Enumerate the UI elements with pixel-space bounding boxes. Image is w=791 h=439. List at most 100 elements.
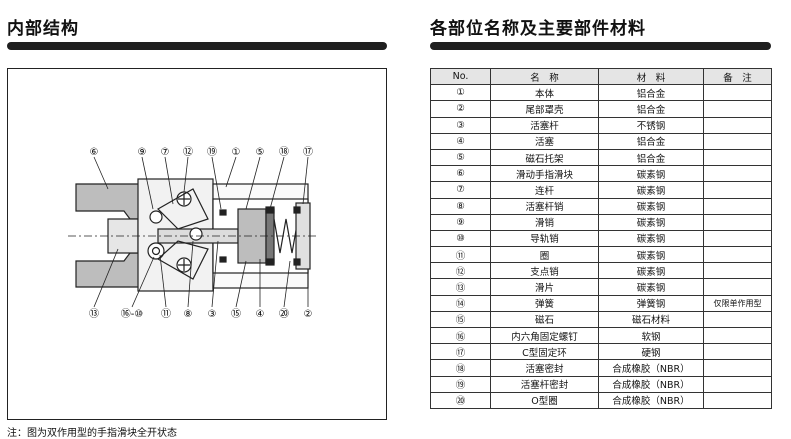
cell-remark <box>703 197 772 215</box>
cell-material: 碳素钢 <box>598 246 704 264</box>
cell-name: 滑片 <box>490 278 599 296</box>
cell-name: 活塞 <box>490 132 599 150</box>
cell-material: 碳素钢 <box>598 229 704 248</box>
callout-bottom-label: ② <box>304 309 313 320</box>
section-title-parts-materials: 各部位名称及主要部件材料 <box>430 19 646 39</box>
cell-name: 磁石托架 <box>490 148 599 167</box>
title-underline-bar <box>7 42 387 50</box>
callout-bottom-label: ④ <box>256 309 265 320</box>
header-remark: 备 注 <box>703 67 772 86</box>
cell-material: 软钢 <box>598 326 704 345</box>
cell-remark <box>703 116 772 134</box>
cell-no: ⑭ <box>430 294 491 312</box>
callout-bottom-label: ⑧ <box>184 309 193 320</box>
title-underline-bar <box>430 42 771 50</box>
cell-remark <box>703 100 772 118</box>
cell-no: ⑨ <box>430 213 491 231</box>
lower-finger-jaw <box>75 252 149 288</box>
cell-name: 圈 <box>490 246 599 264</box>
cell-name: 活塞杆密封 <box>490 375 599 393</box>
callout-top-label: ⑫ <box>183 146 193 158</box>
cell-remark <box>703 359 772 377</box>
cell-material: 碳素钢 <box>598 262 704 280</box>
cell-name: 支点销 <box>490 262 599 280</box>
cell-no: ⑫ <box>430 262 491 280</box>
cell-name: O型圈 <box>490 391 599 409</box>
table-header-row: No. 名 称 材 料 备 注 <box>430 67 772 86</box>
callout-bottom-label: ③ <box>208 309 217 320</box>
cell-remark: 仅限单作用型 <box>703 294 772 312</box>
cell-name: 活塞杆销 <box>490 197 599 215</box>
callout-top-label: ⑦ <box>161 147 170 158</box>
cell-material: 合成橡胶（NBR） <box>598 391 704 409</box>
cell-remark <box>703 84 772 102</box>
roller-pin <box>149 210 163 224</box>
cell-material: 磁石材料 <box>598 310 704 329</box>
callout-top-label: ⑲ <box>207 146 217 158</box>
cell-name: 连杆 <box>490 181 599 199</box>
cell-material: 合成橡胶（NBR） <box>598 359 704 377</box>
cell-material: 碳素钢 <box>598 181 704 199</box>
seal <box>293 258 301 266</box>
callout-bottom-label: ⑪ <box>161 308 171 320</box>
callout-bottom-label: ⑳ <box>279 308 289 320</box>
cell-material: 合成橡胶（NBR） <box>598 375 704 393</box>
cell-no: ⑳ <box>430 391 491 409</box>
cell-name: 活塞杆 <box>490 116 599 134</box>
cell-remark <box>703 229 772 248</box>
callout-bottom-label: ⑬ <box>89 308 99 320</box>
cell-remark <box>703 165 772 183</box>
cell-no: ② <box>430 100 491 118</box>
header-name: 名 称 <box>490 67 599 86</box>
cross-section-diagram: ⑥ ⑨ ⑦ ⑫ ⑲ ① ⑤ ⑱ ⑰ ⑬ ⑯-⑩ ⑪ ⑧ ③ ⑮ ④ ⑳ ② <box>7 68 387 420</box>
cell-remark <box>703 326 772 345</box>
cell-remark <box>703 375 772 393</box>
cell-no: ⑤ <box>430 148 491 167</box>
cell-remark <box>703 148 772 167</box>
cell-no: ⑲ <box>430 375 491 393</box>
seal <box>219 256 227 263</box>
cell-remark <box>703 213 772 231</box>
cell-material: 碳素钢 <box>598 197 704 215</box>
callout-top-label: ⑥ <box>90 147 99 158</box>
cell-material: 碳素钢 <box>598 165 704 183</box>
cell-material: 硬钢 <box>598 343 704 361</box>
cell-no: ⑥ <box>430 165 491 183</box>
section-title-internal-structure: 内部结构 <box>7 19 79 39</box>
cell-remark <box>703 310 772 329</box>
cell-no: ⑪ <box>430 246 491 264</box>
cell-name: 弹簧 <box>490 294 599 312</box>
cell-name: 本体 <box>490 84 599 102</box>
cell-remark <box>703 343 772 361</box>
cell-name: 滑动手指滑块 <box>490 165 599 183</box>
cell-remark <box>703 132 772 150</box>
cell-remark <box>703 246 772 264</box>
cell-name: 活塞密封 <box>490 359 599 377</box>
cell-name: 磁石 <box>490 310 599 329</box>
cell-no: ⑦ <box>430 181 491 199</box>
callout-top-label: ⑨ <box>138 147 147 158</box>
cell-no: ⑧ <box>430 197 491 215</box>
cell-material: 不锈钢 <box>598 116 704 134</box>
seal <box>265 206 275 214</box>
cell-material: 铝合金 <box>598 84 704 102</box>
